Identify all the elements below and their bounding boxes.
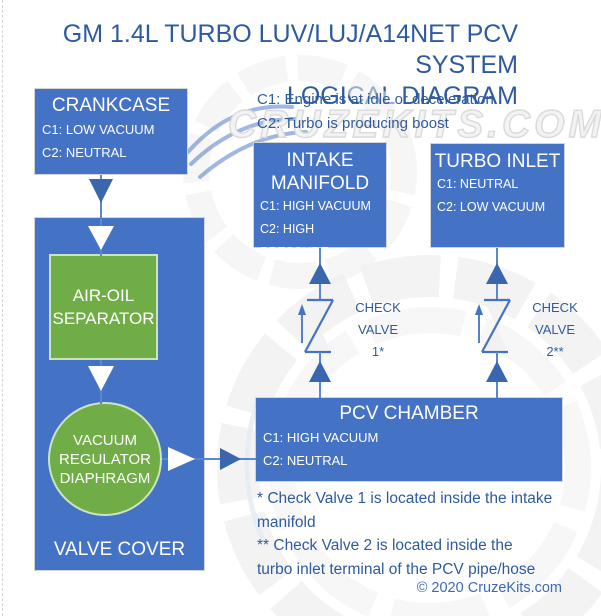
check-valve-1-label-line1: CHECK (355, 300, 401, 315)
footnote-line-4: turbo inlet terminal of the PCV pipe/hos… (257, 560, 536, 578)
check-valve-2-symbol-icon (475, 248, 511, 398)
pcv-chamber-c1: C1: HIGH VACUUM (263, 430, 379, 445)
pcv-chamber-box: PCV CHAMBER C1: HIGH VACUUM C2: NEUTRAL (255, 397, 563, 482)
legend-c1: C1: Engine is at idle or deceleration (257, 91, 494, 108)
crankcase-title: CRANKCASE (51, 95, 171, 116)
pcv-chamber-title: PCV CHAMBER (339, 403, 479, 424)
crankcase-box: CRANKCASE C1: LOW VACUUM C2: NEUTRAL (34, 88, 188, 175)
footnote-line-2: manifold (257, 513, 316, 531)
check-valve-2-label: CHECK VALVE 2** (525, 297, 585, 363)
check-valve-1-label-line2: VALVE (358, 322, 398, 337)
turbo-inlet-box: TURBO INLET C1: NEUTRAL C2: LOW VACUUM (430, 143, 565, 248)
turbo-inlet-c2: C2: LOW VACUUM (437, 200, 546, 214)
crankcase-c2: C2: NEUTRAL (42, 145, 127, 160)
check-valve-1-symbol-icon (298, 248, 334, 398)
turbo-inlet-title: TURBO INLET (434, 151, 561, 172)
check-valve-2-label-line3: 2** (546, 344, 564, 359)
valve-cover-label: VALVE COVER (53, 539, 186, 560)
pcv-chamber-c2: C2: NEUTRAL (263, 453, 348, 468)
footnote-line-3: ** Check Valve 2 is located inside the (257, 537, 513, 554)
check-valve-2-label-line1: CHECK (532, 300, 578, 315)
intake-manifold-c2: C2: HIGH PRESSURE (260, 222, 329, 259)
footnote-line-1: * Check Valve 1 is located inside the in… (257, 490, 553, 507)
crankcase-c1: C1: LOW VACUUM (42, 122, 155, 137)
air-oil-separator-box: AIR-OIL SEPARATOR (49, 254, 158, 360)
intake-manifold-c1: C1: HIGH VACUUM (260, 199, 371, 213)
vacuum-regulator-diaphragm-circle: VACUUM REGULATOR DIAPHRAGM (48, 402, 162, 516)
turbo-inlet-c1: C1: NEUTRAL (437, 177, 519, 191)
intake-manifold-box: INTAKE MANIFOLD C1: HIGH VACUUM C2: HIGH… (253, 142, 387, 259)
intake-manifold-title: INTAKE MANIFOLD (270, 150, 370, 194)
flow-direction-arrow-2-icon (475, 304, 483, 343)
legend-c2: C2: Turbo is producing boost (257, 115, 449, 132)
air-oil-separator-label: AIR-OIL SEPARATOR (52, 286, 155, 328)
check-valve-2-label-line2: VALVE (535, 322, 575, 337)
page-title-line-1: GM 1.4L TURBO LUV/LUJ/A14NET PCV SYSTEM (62, 20, 518, 79)
legend: C1: Engine is at idle or deceleration C2… (257, 88, 494, 136)
copyright-text: © 2020 CruzeKits.com (416, 580, 562, 596)
vacuum-regulator-diaphragm-label: VACUUM REGULATOR DIAPHRAGM (59, 431, 151, 487)
flow-direction-arrow-1-icon (298, 304, 306, 343)
check-valve-1-label: CHECK VALVE 1* (348, 297, 408, 363)
check-valve-1-label-line3: 1* (371, 344, 385, 359)
footnotes: * Check Valve 1 is located inside the in… (257, 487, 552, 581)
page-edge-dashed-line (2, 0, 3, 616)
